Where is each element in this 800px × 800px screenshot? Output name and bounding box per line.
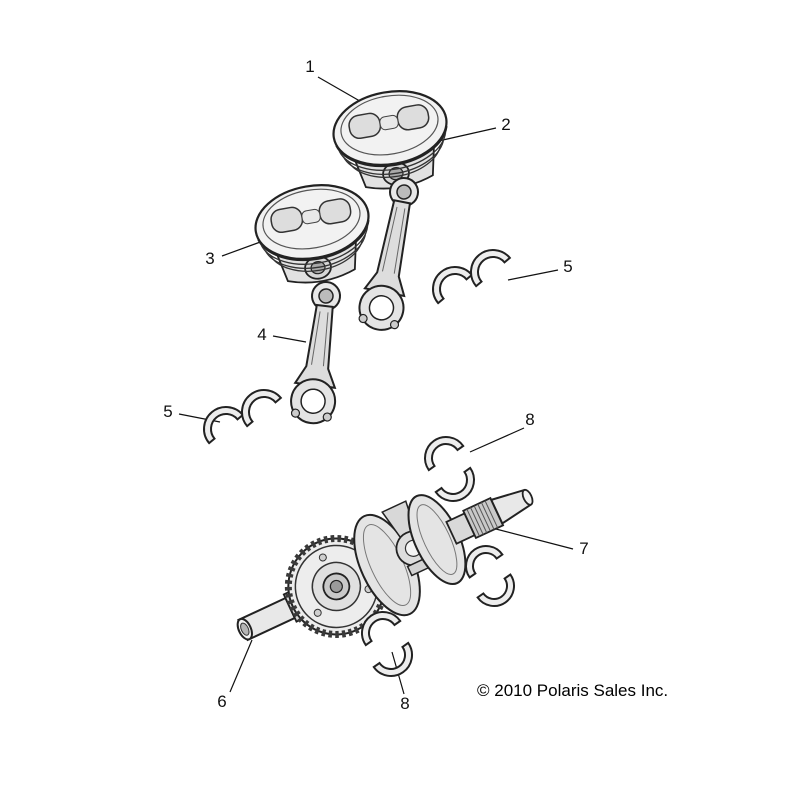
leader-lines: [178, 76, 574, 695]
piston-2-drawing: [254, 184, 370, 284]
callout-2: 2: [501, 115, 511, 134]
callout-8-bottom: 8: [400, 694, 410, 713]
spline-section-drawing: [462, 496, 505, 540]
callout-5-left: 5: [163, 402, 173, 421]
callout-1: 1: [305, 57, 315, 76]
connecting-rod-1-drawing: [358, 177, 419, 331]
connecting-rod-2-drawing: [290, 281, 341, 425]
main-bearing-shells-mid: [465, 545, 515, 607]
callout-8-top: 8: [525, 410, 535, 429]
rod-bearing-shells-left: [203, 389, 283, 445]
piston-1-drawing: [332, 90, 448, 190]
callout-7: 7: [579, 539, 589, 558]
callout-3: 3: [205, 249, 215, 268]
copyright-text: © 2010 Polaris Sales Inc.: [477, 681, 669, 700]
main-bearing-shells-bottom: [361, 611, 413, 677]
crankshaft-drawing: [236, 488, 534, 642]
callout-5-right: 5: [563, 257, 573, 276]
callout-4: 4: [257, 325, 267, 344]
main-bearing-shells-top: [424, 436, 475, 502]
rod-bearing-shells-right: [432, 249, 512, 305]
callout-6: 6: [217, 692, 227, 711]
